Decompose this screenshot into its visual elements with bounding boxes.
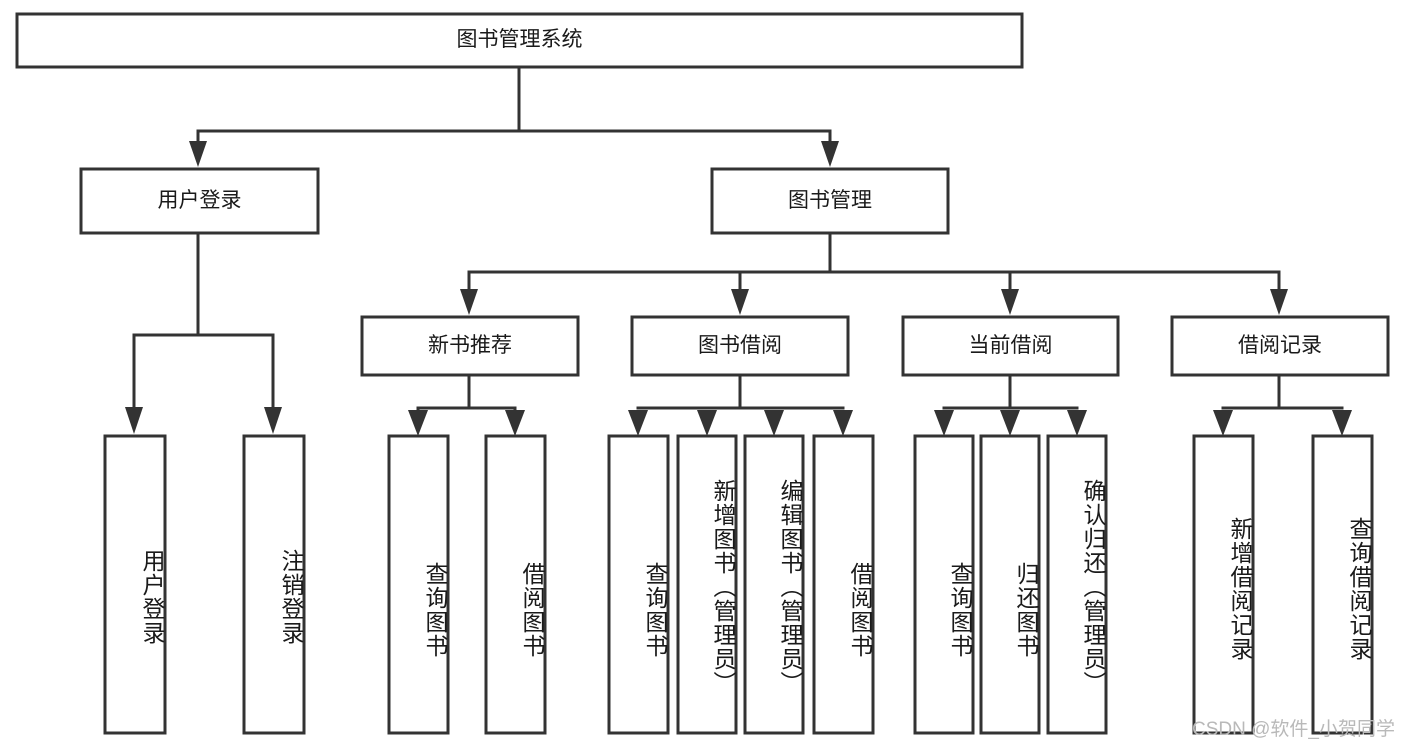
connector-group-bookmanage-to-level3 <box>460 231 1288 315</box>
node-box-new-book-recommend[interactable] <box>360 315 580 377</box>
arrow-head-to-borrow-record <box>1270 289 1288 315</box>
node-box-leaf-borrow-record-1[interactable] <box>1311 434 1374 735</box>
connector-group-bookborrow-to-leaves <box>628 373 853 436</box>
node-box-current-borrow[interactable] <box>901 315 1120 377</box>
connector-group-borrowrecord-to-leaves <box>1213 373 1352 436</box>
arrow-head-currentborrow-leaf-2 <box>1000 410 1020 436</box>
node-box-leaf-borrow-record-0[interactable] <box>1192 434 1255 735</box>
arrow-head-to-current-borrow <box>1001 289 1019 315</box>
arrow-head-userlogin-leaf-2 <box>264 407 282 434</box>
arrow-head-to-book-manage <box>821 141 839 167</box>
arrow-head-currentborrow-leaf-1 <box>934 410 954 436</box>
node-box-user-login[interactable] <box>79 167 320 235</box>
node-box-leaf-book-borrow-1[interactable] <box>676 434 738 735</box>
node-box-leaf-book-borrow-2[interactable] <box>743 434 805 735</box>
node-box-book-borrow[interactable] <box>630 315 850 377</box>
arrow-head-bookborrow-leaf-4 <box>833 410 853 436</box>
connector-group-currentborrow-to-leaves <box>934 373 1087 436</box>
arrow-head-bookborrow-leaf-1 <box>628 410 648 436</box>
node-box-leaf-current-borrow-2[interactable] <box>1046 434 1108 735</box>
arrow-head-bookborrow-leaf-2 <box>697 410 717 436</box>
node-box-book-manage[interactable] <box>710 167 950 235</box>
node-box-leaf-book-borrow-3[interactable] <box>812 434 875 735</box>
arrow-head-newbook-leaf-2 <box>505 410 525 436</box>
node-box-leaf-user-login-1[interactable] <box>242 434 306 735</box>
node-box-root[interactable] <box>15 12 1024 69</box>
node-box-leaf-current-borrow-1[interactable] <box>979 434 1041 735</box>
arrow-head-borrowrecord-leaf-2 <box>1332 410 1352 436</box>
connector-group-root-to-level2 <box>189 65 839 167</box>
arrow-head-to-new-book <box>460 289 478 315</box>
arrow-head-borrowrecord-leaf-1 <box>1213 410 1233 436</box>
node-box-leaf-user-login-0[interactable] <box>103 434 167 735</box>
node-box-leaf-book-borrow-0[interactable] <box>607 434 670 735</box>
node-box-leaf-current-borrow-0[interactable] <box>913 434 975 735</box>
node-box-leaf-new-book-0[interactable] <box>387 434 450 735</box>
arrow-head-bookborrow-leaf-3 <box>764 410 784 436</box>
arrow-head-to-user-login <box>189 141 207 167</box>
connector-group-userlogin-to-leaves <box>125 231 282 434</box>
node-box-leaf-new-book-1[interactable] <box>484 434 547 735</box>
arrow-head-to-book-borrow <box>731 289 749 315</box>
connector-group-newbook-to-leaves <box>408 373 525 436</box>
arrow-head-newbook-leaf-1 <box>408 410 428 436</box>
arrow-head-userlogin-leaf-1 <box>125 407 143 434</box>
node-box-borrow-record[interactable] <box>1170 315 1390 377</box>
arrow-head-currentborrow-leaf-3 <box>1067 410 1087 436</box>
